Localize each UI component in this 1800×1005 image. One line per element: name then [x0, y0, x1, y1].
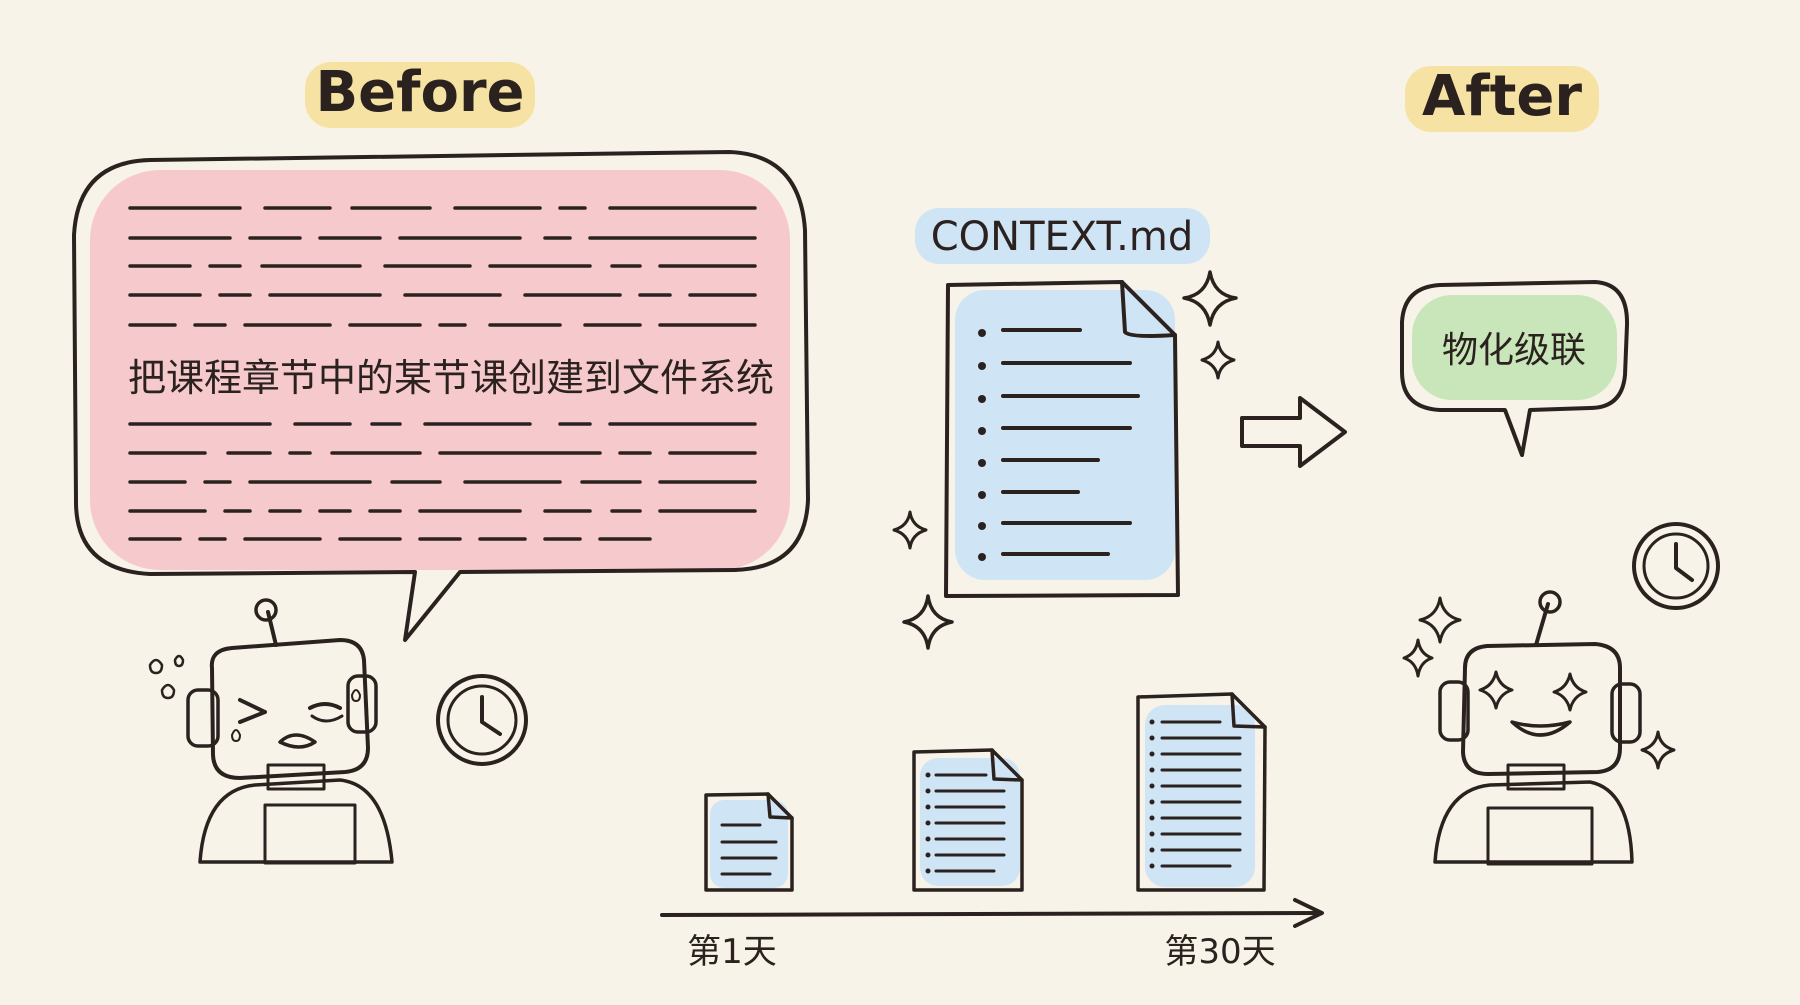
after-bubble-outline — [1400, 280, 1630, 457]
after-label-group: After — [1405, 64, 1599, 132]
happy-robot-icon — [1433, 590, 1642, 866]
document-icon — [944, 280, 1180, 598]
before-bubble-text: 把课程章节中的某节课创建到文件系统 — [128, 356, 774, 400]
after-bubble-fill — [1412, 295, 1617, 400]
after-label: After — [1422, 64, 1582, 129]
document-icon-day1 — [704, 792, 794, 892]
context-file-label-highlight — [915, 208, 1210, 264]
before-bubble-fill — [90, 170, 790, 570]
scribble-lines-top — [128, 206, 757, 327]
after-bubble-text: 物化级联 — [1442, 330, 1586, 371]
scribble-lines-bottom — [128, 422, 757, 541]
before-bubble-outline — [72, 150, 810, 642]
context-file-label-group: CONTEXT.md — [915, 208, 1210, 264]
sad-robot-icon — [148, 598, 394, 865]
before-speech-bubble: 把课程章节中的某节课创建到文件系统 — [72, 150, 810, 642]
clock-icon — [1632, 522, 1720, 610]
clock-icon — [436, 674, 528, 766]
timeline-arrowhead — [1293, 898, 1324, 928]
sparkle-icon — [892, 270, 1676, 770]
timeline-end-label: 第30天 — [1164, 932, 1275, 972]
before-label-highlight — [305, 62, 535, 128]
after-speech-bubble: 物化级联 — [1400, 280, 1630, 457]
context-file-label: CONTEXT.md — [931, 214, 1194, 260]
timeline-axis: 第1天 第30天 — [660, 898, 1324, 972]
document-icon-mid — [912, 748, 1024, 892]
timeline-start-label: 第1天 — [687, 932, 777, 972]
timeline-line — [660, 911, 1322, 917]
before-label-group: Before — [305, 60, 535, 128]
document-icon-day30 — [1136, 692, 1267, 892]
arrow-right-icon — [1240, 396, 1347, 468]
before-label: Before — [315, 60, 524, 125]
after-label-highlight — [1405, 66, 1599, 132]
